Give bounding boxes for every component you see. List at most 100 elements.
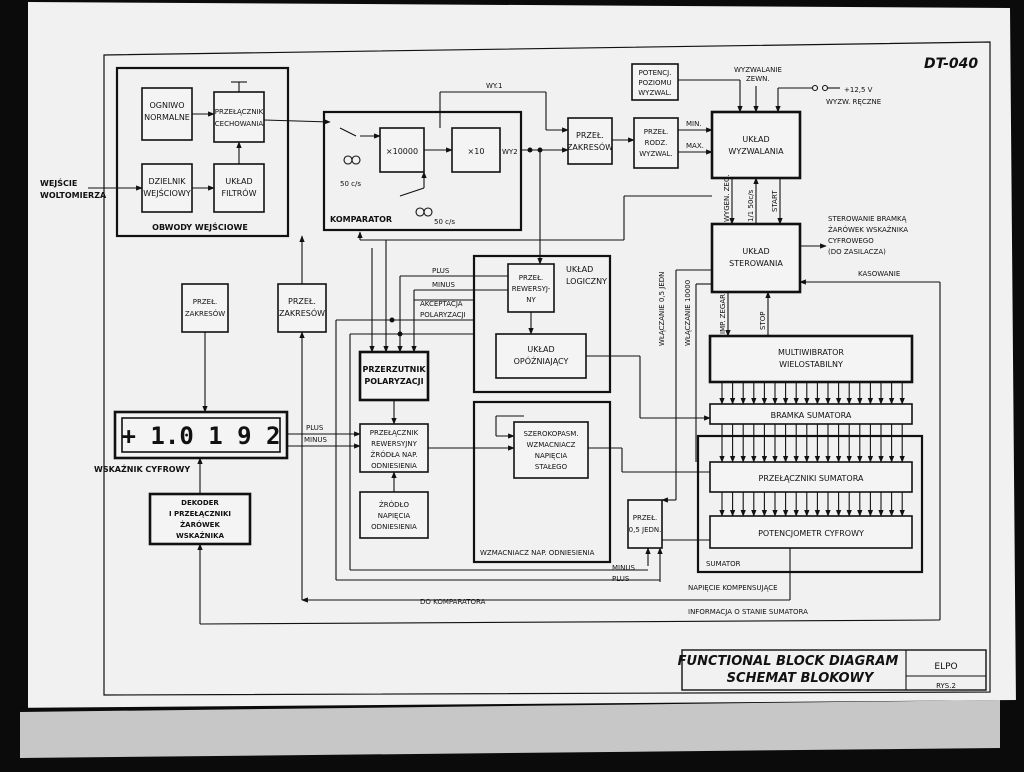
svg-text:PRZEŁ.: PRZEŁ.: [193, 298, 217, 306]
przel-zakresow-mid-block: [277, 283, 327, 333]
uklad-filtrow-block: [213, 163, 265, 213]
svg-text:I PRZEŁĄCZNIKI: I PRZEŁĄCZNIKI: [169, 510, 231, 518]
input-circuits-group: OGNIWO NORMALNE PRZEŁĄCZNIK CECHOWANIA D…: [115, 66, 290, 238]
title-line2: SCHEMAT BLOKOWY: [727, 671, 875, 686]
svg-text:OGNIWO: OGNIWO: [149, 101, 184, 110]
min-label: MIN.: [686, 120, 702, 128]
svg-text:×10000: ×10000: [386, 147, 418, 156]
svg-text:ŹRÓDŁO: ŹRÓDŁO: [379, 500, 409, 509]
svg-text:WIELOSTABILNY: WIELOSTABILNY: [779, 360, 843, 369]
multiwibrator-output-arrows: [719, 382, 905, 405]
svg-text:POTENCJOMETR CYFROWY: POTENCJOMETR CYFROWY: [758, 529, 864, 538]
svg-text:WEJŚCIOWY: WEJŚCIOWY: [143, 187, 191, 198]
dzielnik-wejsciowy-block: [141, 163, 193, 213]
doc-id: DT-040: [924, 56, 978, 72]
logic-plus-label: PLUS: [432, 267, 450, 275]
comparator-freq2: 50 c/s: [434, 218, 455, 226]
akceptacja-line1: AKCEPTACJA: [420, 300, 463, 308]
comparator-freq1: 50 c/s: [340, 180, 361, 188]
svg-text:WZMACNIACZ: WZMACNIACZ: [527, 441, 576, 449]
svg-text:STEROWANIA: STEROWANIA: [729, 259, 783, 268]
svg-text:UKŁAD: UKŁAD: [225, 177, 252, 186]
wyzwalanie-zewn-line2: ZEWN.: [746, 75, 770, 83]
svg-text:WYZWAL.: WYZWAL.: [639, 150, 672, 158]
svg-text:NAPIĘCIA: NAPIĘCIA: [535, 452, 568, 460]
svg-text:PRZEŁ.: PRZEŁ.: [633, 514, 657, 522]
svg-text:UKŁAD: UKŁAD: [527, 345, 554, 354]
przelacznik-cechowania-block: [213, 91, 265, 143]
wlaczanie-05-label: WŁĄCZANIE 0,5 JEDN: [658, 272, 666, 346]
display-label: WSKAŹNIK CYFROWY: [94, 463, 190, 474]
display-minus-label: MINUS: [304, 436, 327, 444]
svg-text:UKŁAD: UKŁAD: [742, 247, 769, 256]
wlaczanie-10000-label: WŁĄCZANIE 10000: [684, 280, 692, 346]
svg-text:WSKAŹNIKA: WSKAŹNIKA: [176, 531, 225, 540]
svg-text:PRZEŁ.: PRZEŁ.: [519, 274, 543, 282]
wyzw-reczne-label: WYZW. RĘCZNE: [826, 98, 881, 106]
svg-text:ZAKRESÓW: ZAKRESÓW: [567, 141, 613, 152]
svg-text:ŹRÓDŁA NAP.: ŹRÓDŁA NAP.: [371, 450, 418, 459]
svg-text:0,5 JEDN.: 0,5 JEDN.: [629, 526, 662, 534]
logic-minus-label: MINUS: [432, 281, 455, 289]
sterowanie-note-4: (DO ZASILACZA): [828, 248, 886, 256]
uklad-sterowania-block: [710, 222, 802, 294]
informacja-label: INFORMACJA O STANIE SUMATORA: [688, 608, 808, 616]
przel-zakresow-top-block: [567, 117, 613, 165]
signal-start: START: [771, 190, 779, 212]
svg-text:ŻARÓWEK: ŻARÓWEK: [180, 520, 220, 529]
sterowanie-note-1: STEROWANIE BRAMKĄ: [828, 215, 907, 223]
przel05-minus-label: MINUS: [612, 564, 635, 572]
svg-text:NY: NY: [526, 296, 536, 304]
svg-text:PRZEŁĄCZNIK: PRZEŁĄCZNIK: [370, 429, 419, 437]
svg-text:WYZWAL.: WYZWAL.: [638, 89, 671, 97]
input-label-line1: WEJŚCIE: [40, 177, 77, 188]
svg-text:ZAKRESÓW: ZAKRESÓW: [279, 307, 325, 318]
przel-05-jedn-block: [627, 499, 663, 549]
sumator-label: SUMATOR: [706, 560, 741, 568]
display-plus-label: PLUS: [306, 424, 324, 432]
svg-text:DEKODER: DEKODER: [181, 499, 219, 507]
napiecie-kompensujace-label: NAPIĘCIE KOMPENSUJĄCE: [688, 584, 778, 592]
svg-text:ODNIESIENIA: ODNIESIENIA: [371, 462, 417, 470]
svg-text:WZMACNIACZ NAP. ODNIESIENIA: WZMACNIACZ NAP. ODNIESIENIA: [480, 549, 595, 557]
wzmacniacz-group: SZEROKOPASM. WZMACNIACZ NAPIĘCIA STAŁEGO…: [472, 400, 612, 564]
svg-text:PRZEŁ.: PRZEŁ.: [644, 128, 668, 136]
do-komparatora-label: DO KOMPARATORA: [420, 598, 486, 606]
svg-text:FILTRÓW: FILTRÓW: [222, 187, 257, 198]
svg-text:RODZ.: RODZ.: [645, 139, 668, 147]
max-label: MAX.: [686, 142, 704, 150]
multiwibrator-block: [708, 334, 914, 384]
bramka-output-arrows: [719, 424, 905, 463]
sheet-number: RYS.2: [936, 682, 956, 690]
svg-text:REWERSYJNY: REWERSYJNY: [371, 440, 418, 448]
input-label-line2: WOLTOMIERZA: [40, 191, 107, 200]
signal-stop: STOP: [759, 312, 767, 330]
szerokopasm-wzmacniacz-block: [513, 421, 589, 479]
company-label: ELPO: [934, 662, 957, 672]
display-reading: + 1.0 1 9 2: [122, 422, 281, 450]
voltage-label: +12,5 V: [844, 86, 873, 94]
potencjometr-poziomu-block: [631, 63, 679, 101]
svg-text:POLARYZACJI: POLARYZACJI: [364, 377, 423, 386]
svg-text:PRZEŁ.: PRZEŁ.: [288, 297, 316, 306]
svg-text:POTENCJ.: POTENCJ.: [639, 69, 672, 77]
svg-text:NAPIĘCIA: NAPIĘCIA: [378, 512, 411, 520]
svg-text:SZEROKOPASM.: SZEROKOPASM.: [523, 430, 578, 438]
signal-wygen-zeg: WYGEN. ZEG.: [723, 174, 731, 222]
sterowanie-note-3: CYFROWEGO: [828, 237, 874, 245]
drawing-frame: [103, 41, 991, 696]
comparator-wy2: WY2: [502, 148, 518, 156]
potencjometr-cyfrowy-block: [709, 515, 913, 549]
page-underside: [20, 700, 1000, 758]
svg-text:PRZEŁ.: PRZEŁ.: [576, 131, 604, 140]
svg-text:PRZEŁĄCZNIKI SUMATORA: PRZEŁĄCZNIKI SUMATORA: [759, 474, 864, 483]
svg-text:LOGICZNY: LOGICZNY: [566, 277, 607, 286]
comparator-group: ×10000 ×10 50 c/s 50 c/s KOMPARATOR WY2: [322, 110, 523, 232]
svg-text:BRAMKA SUMATORA: BRAMKA SUMATORA: [771, 411, 852, 420]
sumator-group: [696, 434, 924, 574]
uklad-wyzwalania-block: [710, 110, 802, 180]
title-line1: FUNCTIONAL BLOCK DIAGRAM: [678, 654, 899, 669]
przel-zakresow-left-block: [181, 283, 229, 333]
bramka-sumatora-block: [709, 403, 913, 425]
